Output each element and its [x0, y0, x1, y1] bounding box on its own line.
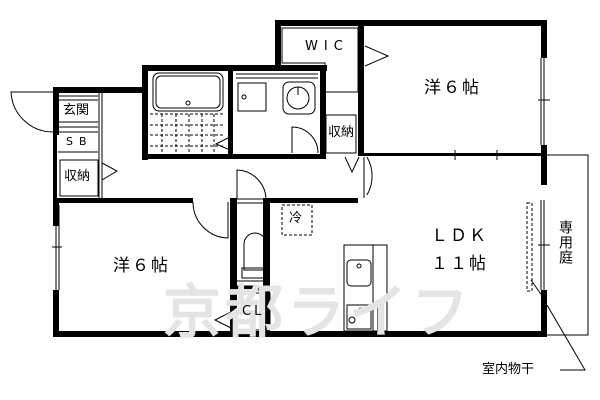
- room-label-bedroom-west: 洋６帖: [113, 256, 170, 276]
- storage-center-box: [325, 114, 357, 154]
- bath-floor: [150, 113, 225, 152]
- indoor-drying-rod: [526, 202, 533, 292]
- closet-box: [235, 292, 271, 331]
- stove: [346, 304, 372, 330]
- watermark: 京都ライフ: [163, 278, 474, 346]
- room-label-storage-west: 収納: [64, 169, 91, 184]
- room-label-private-garden: 専用庭: [557, 220, 573, 265]
- washer: [237, 82, 267, 112]
- room-label-ldk: ＬＤＫ: [431, 226, 488, 246]
- entrance-door: [10, 91, 54, 133]
- room-label-fridge: 冷: [289, 211, 303, 226]
- room-label-shoe-box: SB: [66, 135, 93, 148]
- room-label-bedroom-north: 洋６帖: [424, 78, 481, 98]
- room-label-storage-center: 収納: [328, 125, 355, 140]
- room-label-entrance: 玄関: [63, 103, 90, 118]
- toilet: [243, 232, 267, 271]
- sink: [346, 259, 372, 287]
- fridge-space: [281, 204, 313, 236]
- kitchen-counter: [343, 244, 388, 332]
- room-label-ldk-size: １１帖: [431, 254, 488, 274]
- room-label-closet: CL: [242, 304, 265, 319]
- windows: [52, 58, 550, 291]
- entrance-tiles: [58, 95, 98, 153]
- bathtub: [152, 72, 224, 112]
- annotation-indoor-drying: 室内物干: [482, 362, 535, 377]
- storage-west-box: [59, 159, 99, 197]
- toilet-room: [235, 202, 265, 282]
- wash-basin: [282, 81, 316, 115]
- garden-outline: [547, 154, 589, 336]
- wic-outline: [281, 27, 359, 93]
- room-label-wic: WIC: [305, 39, 349, 54]
